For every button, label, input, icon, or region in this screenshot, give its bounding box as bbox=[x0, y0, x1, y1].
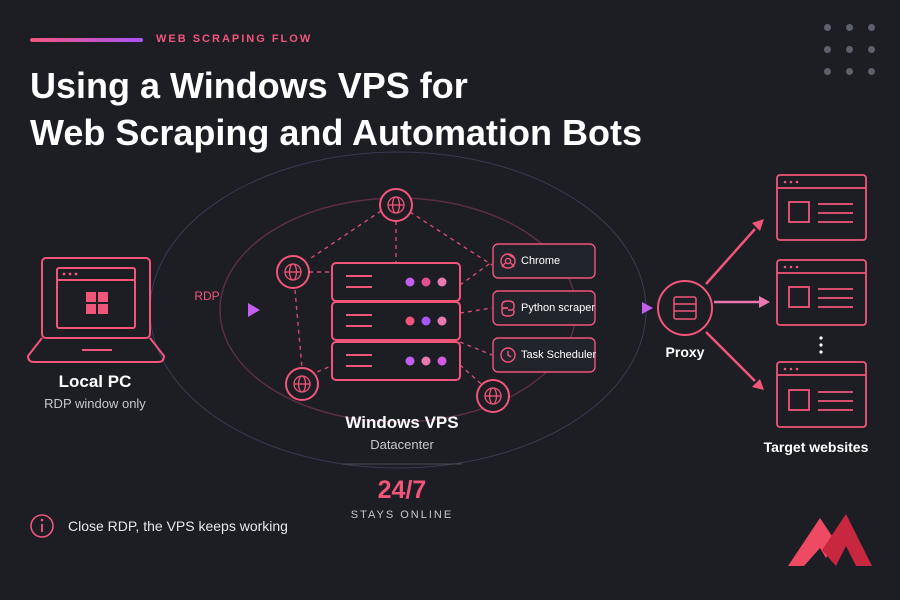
kicker-label: WEB SCRAPING FLOW bbox=[156, 33, 313, 45]
uptime-value: 24/7 bbox=[377, 476, 427, 504]
footer-note: Close RDP, the VPS keeps working bbox=[68, 518, 288, 534]
tool-label-python: Python scraper bbox=[521, 302, 595, 314]
website-window-icon bbox=[776, 259, 867, 326]
page-title: Using a Windows VPS for Web Scraping and… bbox=[30, 62, 642, 156]
tool-box-python bbox=[492, 290, 596, 326]
tool-box-task-scheduler bbox=[492, 337, 596, 373]
tool-box-chrome bbox=[492, 243, 596, 279]
python-icon bbox=[501, 300, 515, 317]
proxy-label: Proxy bbox=[665, 344, 705, 360]
clock-icon bbox=[500, 347, 516, 363]
kicker-accent-bar bbox=[30, 38, 143, 42]
tool-label-chrome: Chrome bbox=[521, 255, 561, 267]
local-pc-title: Local PC bbox=[58, 372, 132, 391]
rdp-arrow bbox=[162, 303, 260, 317]
vps-title: Windows VPS bbox=[345, 413, 459, 432]
rdp-label: RDP bbox=[194, 289, 220, 303]
target-arrows bbox=[705, 219, 770, 390]
info-icon bbox=[30, 514, 54, 538]
windows-logo-icon bbox=[86, 292, 108, 314]
website-window-icon bbox=[776, 174, 867, 241]
globe-icon bbox=[276, 255, 310, 289]
title-line-2: Web Scraping and Automation Bots bbox=[30, 112, 643, 153]
website-window-icon bbox=[776, 361, 867, 428]
proxy-arrow bbox=[602, 302, 653, 314]
server-icon bbox=[657, 280, 713, 336]
laptop-icon bbox=[27, 257, 165, 363]
title-line-1: Using a Windows VPS for bbox=[30, 65, 468, 106]
globe-icon bbox=[476, 379, 510, 413]
globe-icon bbox=[285, 367, 319, 401]
vps-subtitle: Datacenter bbox=[370, 437, 434, 452]
server-unit bbox=[331, 341, 461, 381]
globe-icon bbox=[379, 188, 413, 222]
uptime-label: STAYS ONLINE bbox=[350, 509, 454, 521]
tool-label-task-scheduler: Task Scheduler bbox=[521, 349, 597, 361]
server-unit bbox=[331, 262, 461, 302]
local-pc-subtitle: RDP window only bbox=[44, 396, 146, 411]
chrome-icon bbox=[500, 253, 516, 269]
ellipsis-dots bbox=[819, 336, 823, 354]
targets-label: Target websites bbox=[763, 439, 869, 455]
dashed-connections bbox=[294, 210, 493, 391]
server-stack-icon bbox=[331, 262, 461, 381]
brand-logo bbox=[788, 514, 872, 566]
server-unit bbox=[331, 301, 461, 341]
